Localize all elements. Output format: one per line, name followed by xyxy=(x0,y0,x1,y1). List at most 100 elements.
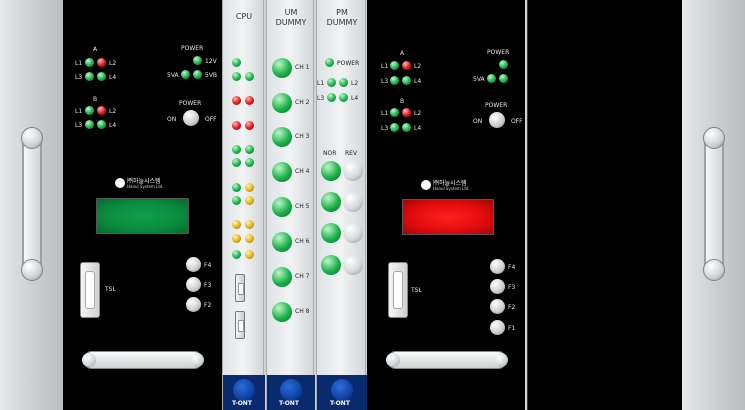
on-label: ON xyxy=(167,116,177,123)
cpu-led xyxy=(245,72,254,81)
cpu-led xyxy=(245,234,254,243)
tsl-label: TSL xyxy=(105,286,116,293)
power-toggle-switch[interactable] xyxy=(489,112,505,128)
f3-button[interactable] xyxy=(186,277,201,292)
pm-dummy-card: PM DUMMY POWER L1 L2 L3 L4 NOR REV T-ONT xyxy=(316,0,367,410)
cpu-switch[interactable] xyxy=(235,274,245,302)
brand-mark-icon xyxy=(115,178,125,188)
nor-led xyxy=(321,223,341,243)
brand-name: ㈜하늘시스템 xyxy=(127,178,161,185)
right-rack-handle[interactable] xyxy=(704,128,724,280)
pull-handle-bar[interactable] xyxy=(83,351,203,369)
rev-button[interactable] xyxy=(343,192,363,212)
tsl-switch-inner xyxy=(85,271,95,309)
um-dummy-card: UM DUMMY CH 1 CH 2 CH 3 CH 4 CH 5 CH 6 C… xyxy=(266,0,315,410)
left-rack-handle[interactable] xyxy=(22,128,42,280)
on-label: ON xyxy=(473,118,483,125)
status-led xyxy=(97,58,106,67)
cpu-led xyxy=(245,250,254,259)
um-card-title-line2: DUMMY xyxy=(275,18,307,27)
status-led xyxy=(402,108,411,117)
status-led xyxy=(85,72,94,81)
left-power-unit: A L1 L2 L3 L4 B L1 L2 L3 L4 POWER 12V 5V… xyxy=(63,0,222,410)
pm-led xyxy=(339,78,348,87)
empty-slot xyxy=(527,0,682,410)
rev-label: REV xyxy=(345,150,358,157)
led-label-l2: L2 xyxy=(414,63,422,70)
pm-power-led xyxy=(325,58,334,67)
um-logo-text: T-ONT xyxy=(279,400,299,407)
rev-button[interactable] xyxy=(343,161,363,181)
channel-label: CH 4 xyxy=(295,168,310,175)
f4-button[interactable] xyxy=(186,257,201,272)
pm-logo-area: T-ONT xyxy=(317,375,367,410)
cpu-led xyxy=(232,58,241,67)
right-handle-top-knob xyxy=(703,127,725,149)
led-label-l3: L3 xyxy=(381,125,389,132)
power-led xyxy=(487,74,496,83)
power-toggle-switch[interactable] xyxy=(183,110,199,126)
power-label: POWER xyxy=(487,49,510,56)
cpu-led xyxy=(232,121,241,130)
cpu-logo-area: T-ONT xyxy=(223,375,265,410)
cpu-switch[interactable] xyxy=(235,311,245,339)
power-5vb-label: 5VB xyxy=(205,72,218,79)
channel-led xyxy=(272,162,292,182)
status-led xyxy=(97,120,106,129)
led-label-l4: L4 xyxy=(109,122,117,129)
tsl-label: TSL xyxy=(411,287,422,294)
f3-label: F3 xyxy=(204,282,212,289)
t-ont-logo-icon xyxy=(280,379,302,401)
cpu-led xyxy=(232,183,241,192)
brand-name: ㈜하늘시스템 xyxy=(433,180,467,187)
cpu-led xyxy=(232,96,241,105)
f2-button[interactable] xyxy=(186,297,201,312)
group-a-label: A xyxy=(93,46,98,53)
f1-button[interactable] xyxy=(490,320,505,335)
off-label: OFF xyxy=(511,118,523,125)
cpu-led xyxy=(232,250,241,259)
power-led-5va xyxy=(181,70,190,79)
right-power-unit: A L1 L2 L3 L4 B L1 L2 L3 L4 POWER 5VA PO… xyxy=(367,0,525,410)
channel-label: CH 5 xyxy=(295,203,310,210)
pm-card-title-line2: DUMMY xyxy=(326,18,358,27)
brand-mark-icon xyxy=(421,180,431,190)
right-handle-bottom-knob xyxy=(703,259,725,281)
rev-button[interactable] xyxy=(343,223,363,243)
channel-label: CH 2 xyxy=(295,99,310,106)
rev-button[interactable] xyxy=(343,255,363,275)
pull-handle-bar[interactable] xyxy=(387,351,507,369)
tsl-switch[interactable] xyxy=(388,262,408,318)
status-led xyxy=(85,106,94,115)
channel-label: CH 6 xyxy=(295,238,310,245)
nor-led xyxy=(321,161,341,181)
cpu-led xyxy=(232,234,241,243)
f3-button[interactable] xyxy=(490,279,505,294)
power-led xyxy=(499,60,508,69)
pull-handle-cap-left xyxy=(82,353,96,367)
f4-button[interactable] xyxy=(490,259,505,274)
nor-led xyxy=(321,192,341,212)
group-b-label: B xyxy=(400,98,405,105)
channel-led xyxy=(272,197,292,217)
status-led xyxy=(97,106,106,115)
pm-card-title-line1: PM xyxy=(336,8,348,17)
t-ont-logo-icon xyxy=(233,379,255,401)
f4-label: F4 xyxy=(508,264,516,271)
f2-label: F2 xyxy=(204,302,212,309)
status-display-red xyxy=(402,199,494,235)
off-label: OFF xyxy=(205,116,217,123)
tsl-switch[interactable] xyxy=(80,262,100,318)
status-led xyxy=(85,120,94,129)
cpu-card: CPU T-ONT xyxy=(222,0,265,410)
left-handle-top-knob xyxy=(21,127,43,149)
cpu-led xyxy=(245,96,254,105)
pm-power-label: POWER xyxy=(337,60,360,67)
cpu-led xyxy=(245,145,254,154)
power-switch-label: POWER xyxy=(485,102,508,109)
f2-button[interactable] xyxy=(490,299,505,314)
pm-led xyxy=(339,93,348,102)
status-led xyxy=(402,76,411,85)
left-handle-bottom-knob xyxy=(21,259,43,281)
channel-label: CH 1 xyxy=(295,64,310,71)
